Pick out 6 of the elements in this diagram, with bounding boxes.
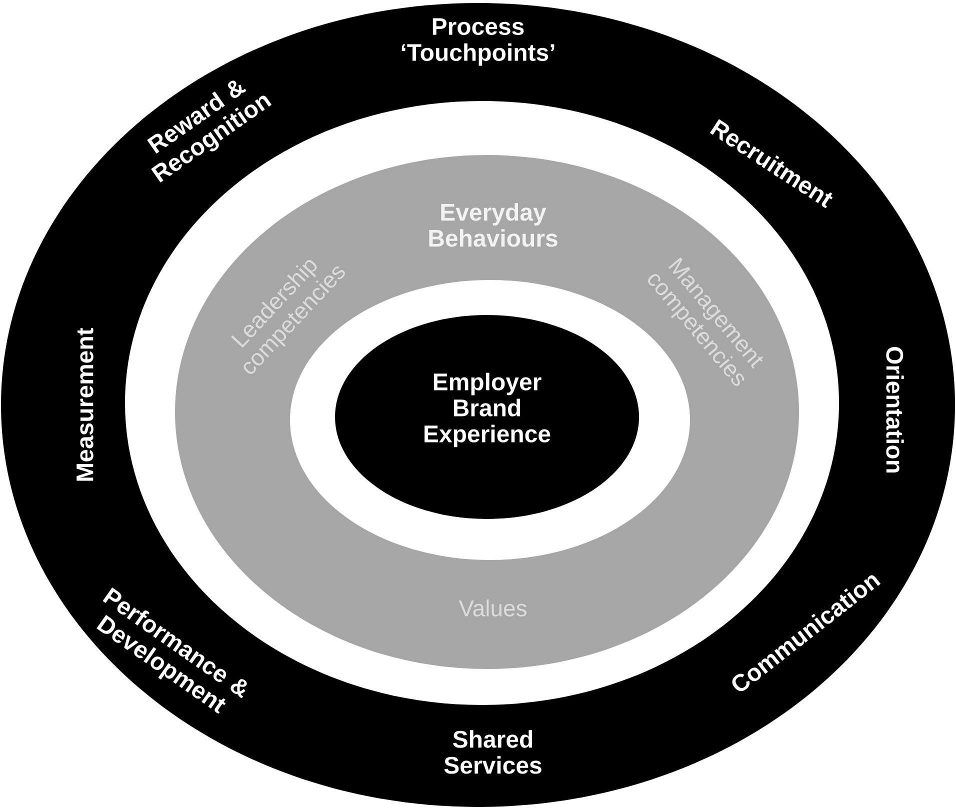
ring-label: Orientation xyxy=(886,346,904,473)
ring-label: Measurement xyxy=(76,328,94,481)
ring-label: Everyday Behaviours xyxy=(429,203,558,247)
ring-label: Process ‘Touchpoints’ xyxy=(402,18,554,66)
center-label: Employer Brand Experience xyxy=(424,372,550,448)
ring-label: Shared Services xyxy=(444,730,542,774)
